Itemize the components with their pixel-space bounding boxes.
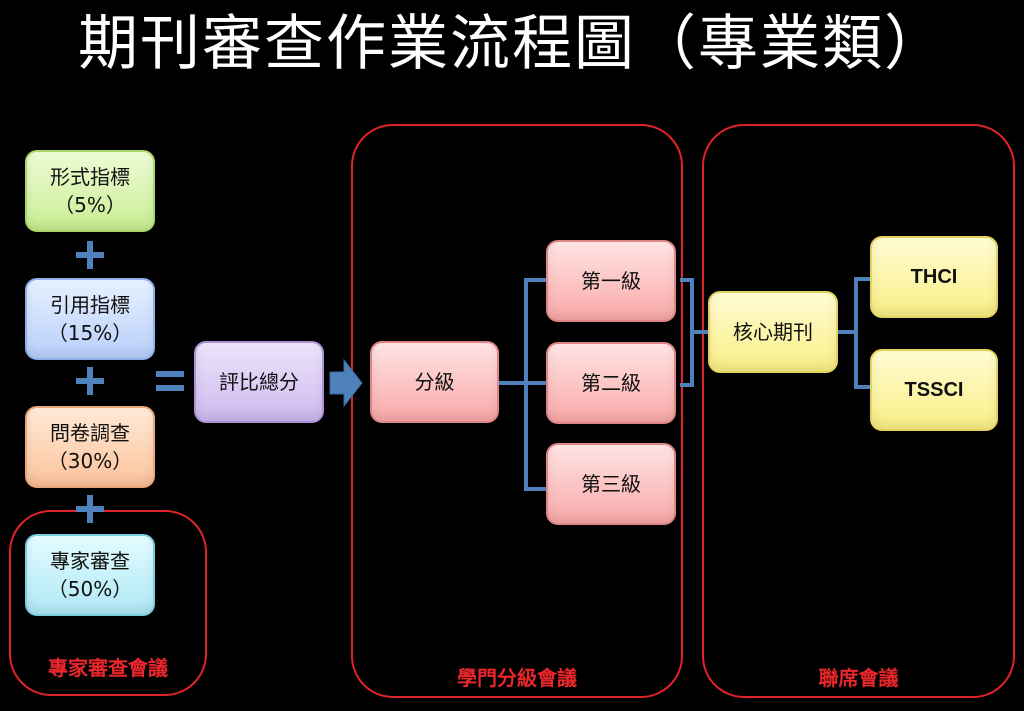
indicator-name: 問卷調查 xyxy=(50,421,130,445)
bracket-outputs xyxy=(854,277,870,389)
grading-label: 分級 xyxy=(414,370,455,394)
tssci-box: TSSCI xyxy=(870,349,998,431)
indicator-citation: 引用指標 （15%） xyxy=(25,278,155,360)
group-label-discipline-grading: 學門分級會議 xyxy=(457,666,577,690)
indicator-name: 引用指標 xyxy=(50,293,130,317)
output-label: TSSCI xyxy=(904,379,964,401)
total-score-label: 評比總分 xyxy=(219,370,299,394)
group-joint-meeting xyxy=(702,124,1015,698)
indicator-name: 專家審查 xyxy=(50,549,130,573)
level-1-box: 第一級 xyxy=(546,240,676,322)
bracket-levels-to-core xyxy=(680,278,694,387)
level-label: 第三級 xyxy=(581,472,641,496)
arrow-to-grading xyxy=(329,358,363,408)
page-title: 期刊審查作業流程圖（專業類） xyxy=(78,9,946,79)
equals-sign xyxy=(156,371,184,393)
grading-box: 分級 xyxy=(370,341,499,423)
indicator-weight: （15%） xyxy=(47,321,133,345)
thci-box: THCI xyxy=(870,236,998,318)
indicator-expert-review: 專家審查 （50%） xyxy=(25,534,155,616)
total-score-box: 評比總分 xyxy=(194,341,324,423)
level-label: 第一級 xyxy=(581,269,641,293)
core-journal-label: 核心期刊 xyxy=(733,320,813,344)
core-journal-box: 核心期刊 xyxy=(708,291,838,373)
group-discipline-grading xyxy=(351,124,683,698)
indicator-weight: （30%） xyxy=(47,449,133,473)
level-3-box: 第三級 xyxy=(546,443,676,525)
group-expert-review xyxy=(9,510,207,696)
indicator-name: 形式指標 xyxy=(50,165,130,189)
indicator-survey: 問卷調查 （30%） xyxy=(25,406,155,488)
level-2-box: 第二級 xyxy=(546,342,676,424)
level-label: 第二級 xyxy=(581,371,641,395)
group-label-expert-review: 專家審查會議 xyxy=(48,656,168,680)
indicator-weight: （50%） xyxy=(47,577,133,601)
group-label-joint-meeting: 聯席會議 xyxy=(818,666,899,690)
indicator-format: 形式指標 （5%） xyxy=(25,150,155,232)
output-label: THCI xyxy=(910,266,958,288)
indicator-weight: （5%） xyxy=(54,193,126,217)
